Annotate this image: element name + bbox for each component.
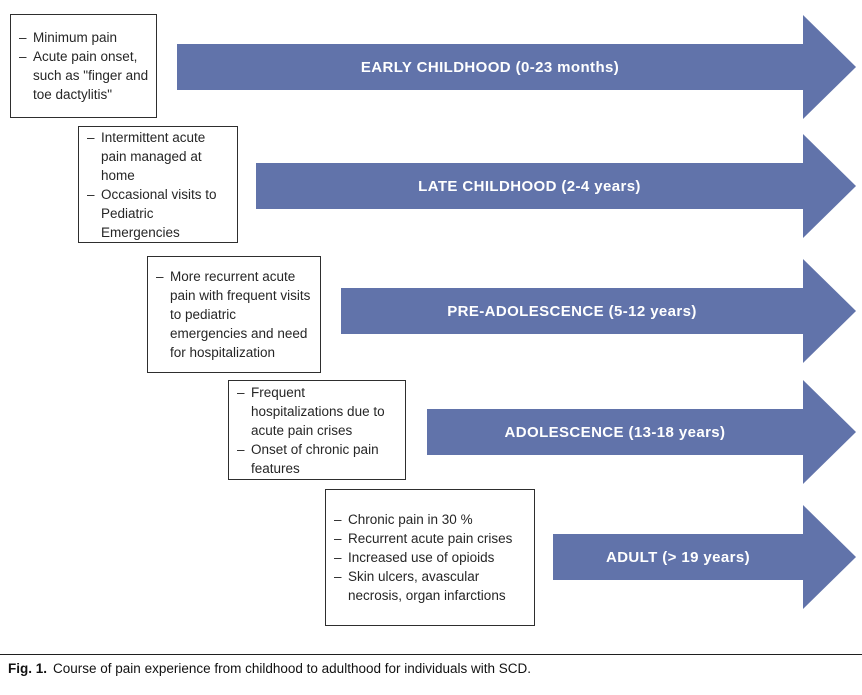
bullet-dash: –: [19, 30, 27, 45]
bullet-dash: –: [87, 129, 95, 145]
note-line: – Intermittent acute pain managed at hom…: [87, 128, 231, 185]
arrow-head-icon: [803, 505, 856, 609]
bullet-dash: –: [156, 269, 164, 284]
arrow-label-adolescence: ADOLESCENCE (13-18 years): [504, 423, 726, 441]
notes-box-late-childhood: – Intermittent acute pain managed at hom…: [78, 126, 238, 243]
bullet-dash: –: [19, 49, 27, 64]
arrow-label-early-childhood: EARLY CHILDHOOD (0-23 months): [360, 58, 620, 76]
note-line: – Onset of chronic pain features: [237, 440, 399, 478]
note-text: Onset of chronic pain features: [251, 441, 379, 476]
notes-box-early-childhood: – Minimum pain – Acute pain onset, such …: [10, 14, 157, 118]
bullet-dash: –: [334, 550, 342, 565]
bullet-dash: –: [87, 186, 95, 202]
arrow-body: PRE-ADOLESCENCE (5-12 years): [341, 288, 803, 334]
note-line: – Recurrent acute pain crises: [334, 529, 528, 548]
arrow-head-icon: [803, 134, 856, 238]
note-text: Skin ulcers, avascular necrosis, organ i…: [348, 569, 506, 603]
bullet-dash: –: [334, 512, 342, 527]
arrow-head-icon: [803, 259, 856, 363]
note-line: – Increased use of opioids: [334, 548, 528, 567]
arrow-late-childhood: LATE CHILDHOOD (2-4 years): [256, 134, 856, 238]
note-text: Minimum pain: [33, 30, 118, 45]
arrow-body: EARLY CHILDHOOD (0-23 months): [177, 44, 803, 90]
arrow-head-icon: [803, 15, 856, 119]
arrow-early-childhood: EARLY CHILDHOOD (0-23 months): [177, 15, 856, 119]
note-text: Intermittent acute pain managed at home: [101, 129, 206, 183]
note-line: – Frequent hospitalizations due to acute…: [237, 383, 399, 440]
arrow-label-pre-adolescence: PRE-ADOLESCENCE (5-12 years): [447, 302, 697, 320]
note-line: – Acute pain onset, such as "finger and …: [19, 47, 150, 104]
arrow-body: ADOLESCENCE (13-18 years): [427, 409, 803, 455]
note-text: Acute pain onset, such as "finger and to…: [33, 49, 149, 102]
bullet-dash: –: [334, 531, 342, 546]
arrow-adult: ADULT (> 19 years): [553, 505, 856, 609]
bullet-dash: –: [237, 441, 245, 457]
notes-box-adolescence: – Frequent hospitalizations due to acute…: [228, 380, 406, 480]
note-text: More recurrent acute pain with frequent …: [170, 269, 311, 360]
arrow-label-adult: ADULT (> 19 years): [605, 548, 751, 566]
note-text: Chronic pain in 30 %: [348, 512, 473, 527]
note-text: Frequent hospitalizations due to acute p…: [251, 384, 385, 438]
arrow-pre-adolescence: PRE-ADOLESCENCE (5-12 years): [341, 259, 856, 363]
arrow-body: ADULT (> 19 years): [553, 534, 803, 580]
notes-box-adult: – Chronic pain in 30 % – Recurrent acute…: [325, 489, 535, 626]
notes-box-pre-adolescence: – More recurrent acute pain with frequen…: [147, 256, 321, 373]
note-line: – Skin ulcers, avascular necrosis, organ…: [334, 567, 528, 605]
arrow-head-icon: [803, 380, 856, 484]
arrow-label-late-childhood: LATE CHILDHOOD (2-4 years): [418, 177, 641, 195]
figure-caption: Fig. 1. Course of pain experience from ch…: [0, 654, 862, 676]
figure-number: Fig. 1.: [8, 661, 48, 676]
arrow-body: LATE CHILDHOOD (2-4 years): [256, 163, 803, 209]
figure-caption-text: Course of pain experience from childhood…: [53, 661, 532, 676]
note-text: Increased use of opioids: [348, 550, 495, 565]
bullet-dash: –: [334, 569, 342, 584]
note-text: Recurrent acute pain crises: [348, 531, 513, 546]
note-line: – More recurrent acute pain with frequen…: [156, 267, 314, 362]
note-line: – Minimum pain: [19, 28, 150, 47]
arrow-adolescence: ADOLESCENCE (13-18 years): [427, 380, 856, 484]
bullet-dash: –: [237, 384, 245, 400]
note-text: Occasional visits to Pediatric Emergenci…: [101, 186, 217, 240]
note-line: – Chronic pain in 30 %: [334, 510, 528, 529]
note-line: – Occasional visits to Pediatric Emergen…: [87, 185, 231, 242]
